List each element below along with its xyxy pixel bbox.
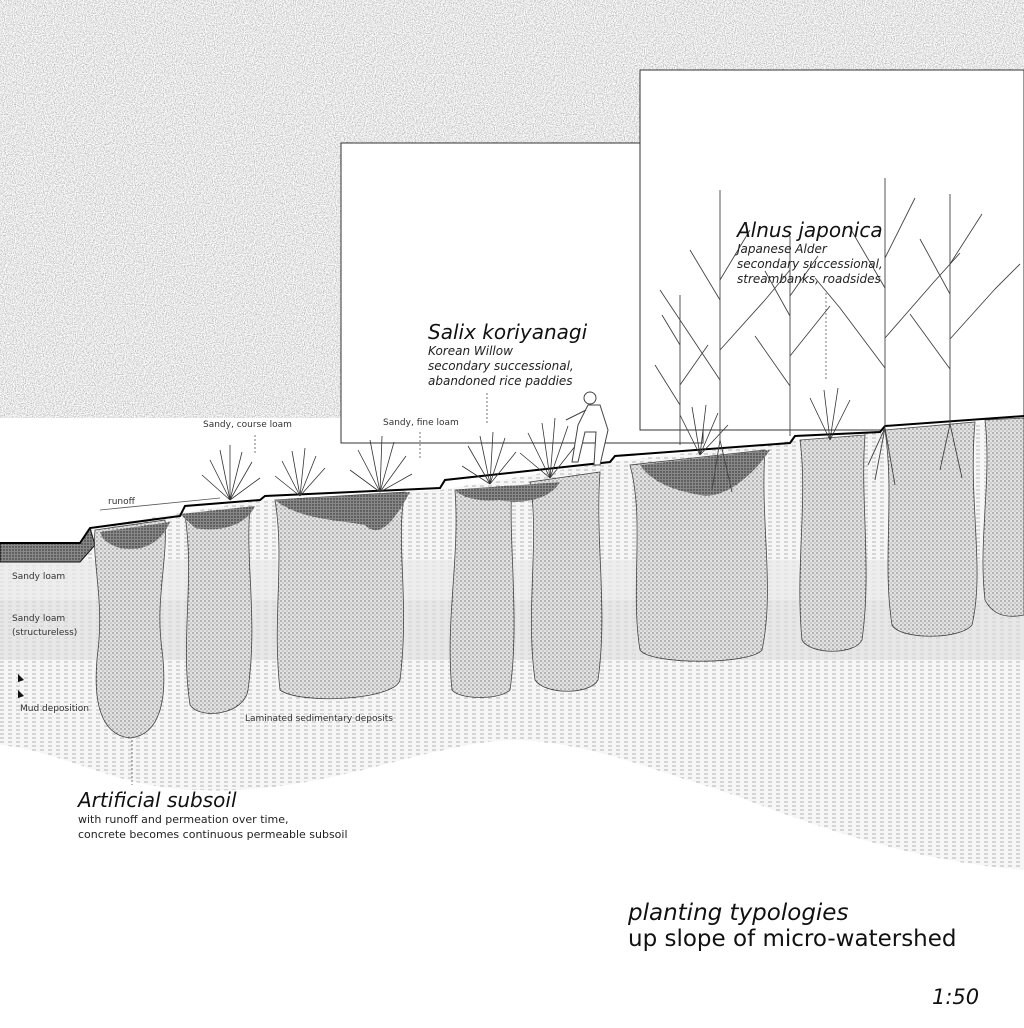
label-sandy-course-loam: Sandy, course loam	[203, 420, 292, 430]
salix-label: Salix koriyanagi Korean Willow secondary…	[428, 320, 587, 389]
subsoil-line-2: concrete becomes continuous permeable su…	[78, 828, 348, 841]
scale-label: 1:50	[932, 985, 980, 1009]
salix-name: Salix koriyanagi	[428, 320, 588, 344]
label-sandy-loam: Sandy loam	[12, 572, 66, 582]
ground-line	[0, 415, 1024, 544]
concrete-slab	[0, 526, 96, 563]
alnus-habitat-1: secondary successional,	[737, 257, 883, 271]
shrubs	[201, 387, 851, 501]
subsoil-label: Artificial subsoil with runoff and perme…	[78, 788, 348, 842]
alnus-name: Alnus japonica	[737, 218, 883, 242]
title-line-2: up slope of micro-watershed	[628, 926, 957, 952]
subsoil-title: Artificial subsoil	[78, 788, 237, 812]
runoff-arrow	[99, 497, 221, 511]
label-sandy-fine-loam: Sandy, fine loam	[383, 418, 459, 428]
person-figure	[565, 391, 609, 466]
salix-common: Korean Willow	[428, 344, 513, 358]
alnus-habitat-2: streambanks, roadsides	[737, 272, 881, 286]
topsoil-patches	[100, 450, 770, 550]
trees	[654, 178, 1021, 493]
label-runoff: runoff	[108, 497, 135, 507]
mud-marker	[18, 674, 24, 698]
salix-habitat-2: abandoned rice paddies	[428, 374, 573, 388]
drawing-title: planting typologies up slope of micro-wa…	[628, 900, 957, 952]
panel-alnus	[639, 69, 1024, 431]
alnus-label: Alnus japonica Japanese Alder secondary …	[737, 218, 883, 287]
sky-noise	[0, 0, 1024, 418]
planting-columns	[94, 417, 1024, 739]
label-sandy-loam-structureless-2: (structureless)	[12, 628, 78, 638]
title-line-1: planting typologies	[628, 900, 849, 926]
alnus-common: Japanese Alder	[737, 242, 827, 256]
leader-lines	[131, 293, 827, 785]
subsoil-line-1: with runoff and permeation over time,	[78, 813, 289, 826]
label-sandy-loam-structureless-1: Sandy loam	[12, 614, 66, 624]
salix-habitat-1: secondary successional,	[428, 359, 574, 373]
label-mud-deposition: Mud deposition	[20, 704, 89, 714]
label-laminated-deposits: Laminated sedimentary deposits	[245, 714, 393, 724]
